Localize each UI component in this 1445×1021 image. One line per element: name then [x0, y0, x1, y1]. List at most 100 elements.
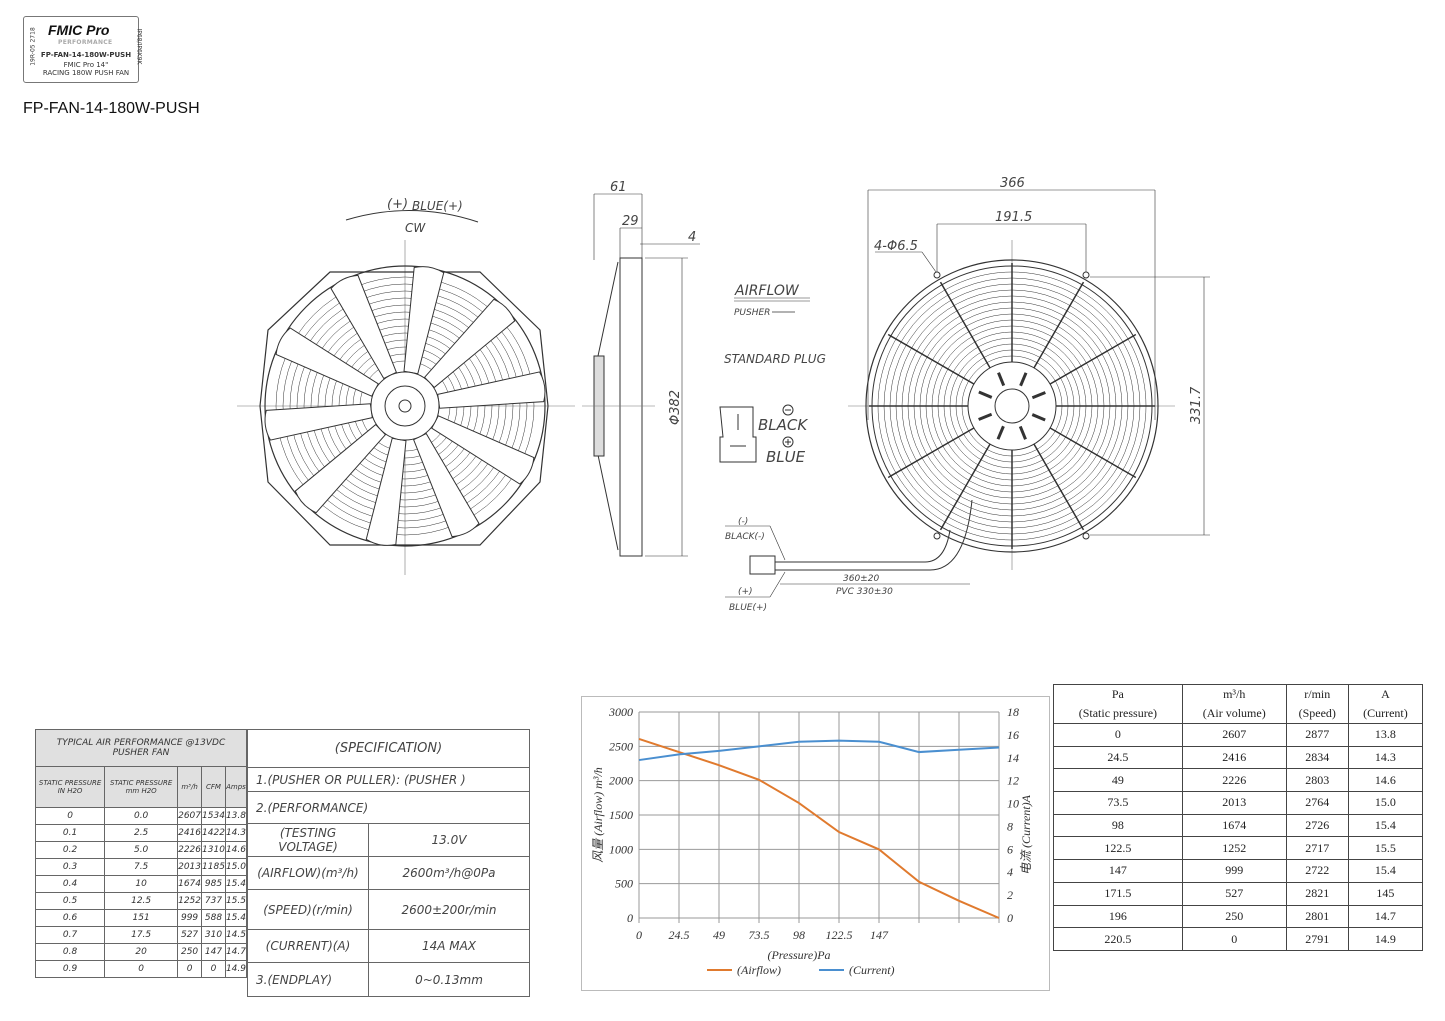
rotation-sign: (+) [387, 197, 408, 212]
x-tick-label: 24.5 [669, 928, 690, 942]
table-cell: 15.4 [224, 875, 248, 893]
spec-label: (AIRFLOW)(m³/h) [247, 856, 369, 890]
table-cell: 0 [201, 960, 226, 978]
spec-item-3-value: 0~0.13mm [368, 962, 530, 997]
chart-svg: 0500100015002000250030000246810121416180… [591, 705, 1033, 977]
rotation-direction: CW [405, 221, 426, 235]
table-cell: 15.4 [1347, 859, 1424, 883]
y-tick-label: 0 [627, 911, 633, 925]
dim-29: 29 [622, 214, 639, 229]
label-desc-1: FMIC Pro 14" [63, 61, 109, 69]
brand-logo: FMIC Pro [48, 22, 110, 38]
table-cell: 171.5 [1053, 881, 1183, 906]
table-cell: 2416 [177, 824, 203, 842]
table-cell: 2801 [1285, 904, 1349, 929]
performance-data-table: Pa(Static pressure)m³/h(Air volume)r/min… [1053, 684, 1424, 951]
cable-length: 360±20 [843, 574, 879, 584]
table-cell: 2226 [177, 841, 203, 859]
table-cell: 14.3 [224, 824, 248, 842]
table-cell: 999 [177, 909, 203, 927]
data-header-line: m³/h [1223, 687, 1246, 701]
perf-header: m³/h [177, 766, 203, 808]
spec-row: (TESTING VOLTAGE)13.0V [247, 823, 530, 857]
table-cell: 737 [201, 892, 226, 910]
table-cell: 147 [1053, 859, 1183, 883]
table-cell: 2607 [177, 807, 203, 825]
table-cell: 20 [104, 943, 179, 961]
table-cell: 14.7 [224, 943, 248, 961]
perf-header: CFM [201, 766, 226, 808]
data-header: Pa(Static pressure) [1053, 684, 1183, 724]
technical-drawing: (+) BLUE(+) CW 61 29 4 Φ382 AIRFLOW PUSH… [237, 176, 1210, 613]
perf-title: TYPICAL AIR PERFORMANCE @13VDC PUSHER FA… [35, 729, 247, 767]
table-cell: 1674 [1181, 813, 1287, 838]
specification-table: (SPECIFICATION) 1.(PUSHER OR PULLER): (P… [247, 729, 530, 997]
x-tick-label: 49 [713, 928, 725, 942]
perf-title-line-1: TYPICAL AIR PERFORMANCE @13VDC [56, 738, 226, 748]
dim-diameter: Φ382 [668, 390, 683, 425]
y-tick-label: 3000 [608, 705, 633, 719]
label-desc-2: RACING 180W PUSH FAN [42, 69, 130, 77]
table-cell: 14.9 [1347, 927, 1424, 951]
table-cell: 0 [104, 960, 179, 978]
dim-4: 4 [688, 230, 696, 245]
table-cell: 0.5 [34, 892, 106, 910]
dim-61: 61 [610, 180, 627, 195]
table-cell: 999 [1181, 859, 1287, 883]
x-tick-label: 98 [793, 928, 805, 942]
spec-title: (SPECIFICATION) [247, 729, 530, 768]
table-cell: 985 [201, 875, 226, 893]
table-cell: 2013 [177, 858, 203, 876]
table-cell: 2416 [1181, 745, 1287, 770]
spec-label: (CURRENT)(A) [247, 929, 369, 963]
spec-item-2: 2.(PERFORMANCE) [247, 791, 530, 824]
data-header-line: (Current) [1363, 706, 1408, 720]
y2-tick-label: 10 [1007, 797, 1019, 811]
x-tick-label: 147 [870, 928, 889, 942]
brand-subtitle: PERFORMANCE [58, 39, 113, 46]
dim-331-7: 331.7 [1189, 386, 1204, 424]
y2-tick-label: 18 [1007, 705, 1019, 719]
table-cell: 17.5 [104, 926, 179, 944]
table-cell: 2607 [1181, 723, 1287, 747]
pos-label: (+) [738, 587, 753, 597]
label-part-number: FP-FAN-14-180W-PUSH [40, 51, 132, 59]
rotation-arrow-icon [345, 210, 479, 223]
table-cell: 0.3 [34, 858, 106, 876]
y2-tick-label: 14 [1007, 751, 1019, 765]
table-cell: 12.5 [104, 892, 179, 910]
table-cell: 15.4 [1347, 813, 1424, 838]
black-wire-label: BLACK [758, 416, 808, 434]
table-cell: 49 [1053, 768, 1183, 793]
spec-value: 14A MAX [368, 929, 530, 963]
dim-191-5: 191.5 [995, 210, 1032, 225]
table-cell: 2834 [1285, 745, 1349, 770]
table-cell: 527 [177, 926, 203, 944]
table-cell: 0 [34, 807, 106, 825]
table-cell: 73.5 [1053, 791, 1183, 815]
product-label: FMIC Pro PERFORMANCE FP-FAN-14-180W-PUSH… [23, 16, 143, 83]
perf-header: STATIC PRESSURE IN H2O [34, 766, 106, 808]
spec-row: (CURRENT)(A)14A MAX [247, 929, 530, 963]
y2-tick-label: 16 [1007, 728, 1019, 742]
table-cell: 0.9 [34, 960, 106, 978]
standard-plug-label: STANDARD PLUG [724, 352, 826, 366]
table-cell: 2013 [1181, 791, 1287, 815]
table-cell: 2877 [1285, 723, 1349, 747]
table-cell: 2821 [1285, 881, 1349, 906]
table-cell: 2717 [1285, 836, 1349, 861]
table-cell: 10 [104, 875, 179, 893]
airflow-label: AIRFLOW [734, 283, 800, 299]
model-title: FP-FAN-14-180W-PUSH [23, 100, 200, 117]
y2-tick-label: 4 [1007, 865, 1013, 879]
y-axis-label: 风量 (Airflow) m³/h [591, 767, 605, 863]
